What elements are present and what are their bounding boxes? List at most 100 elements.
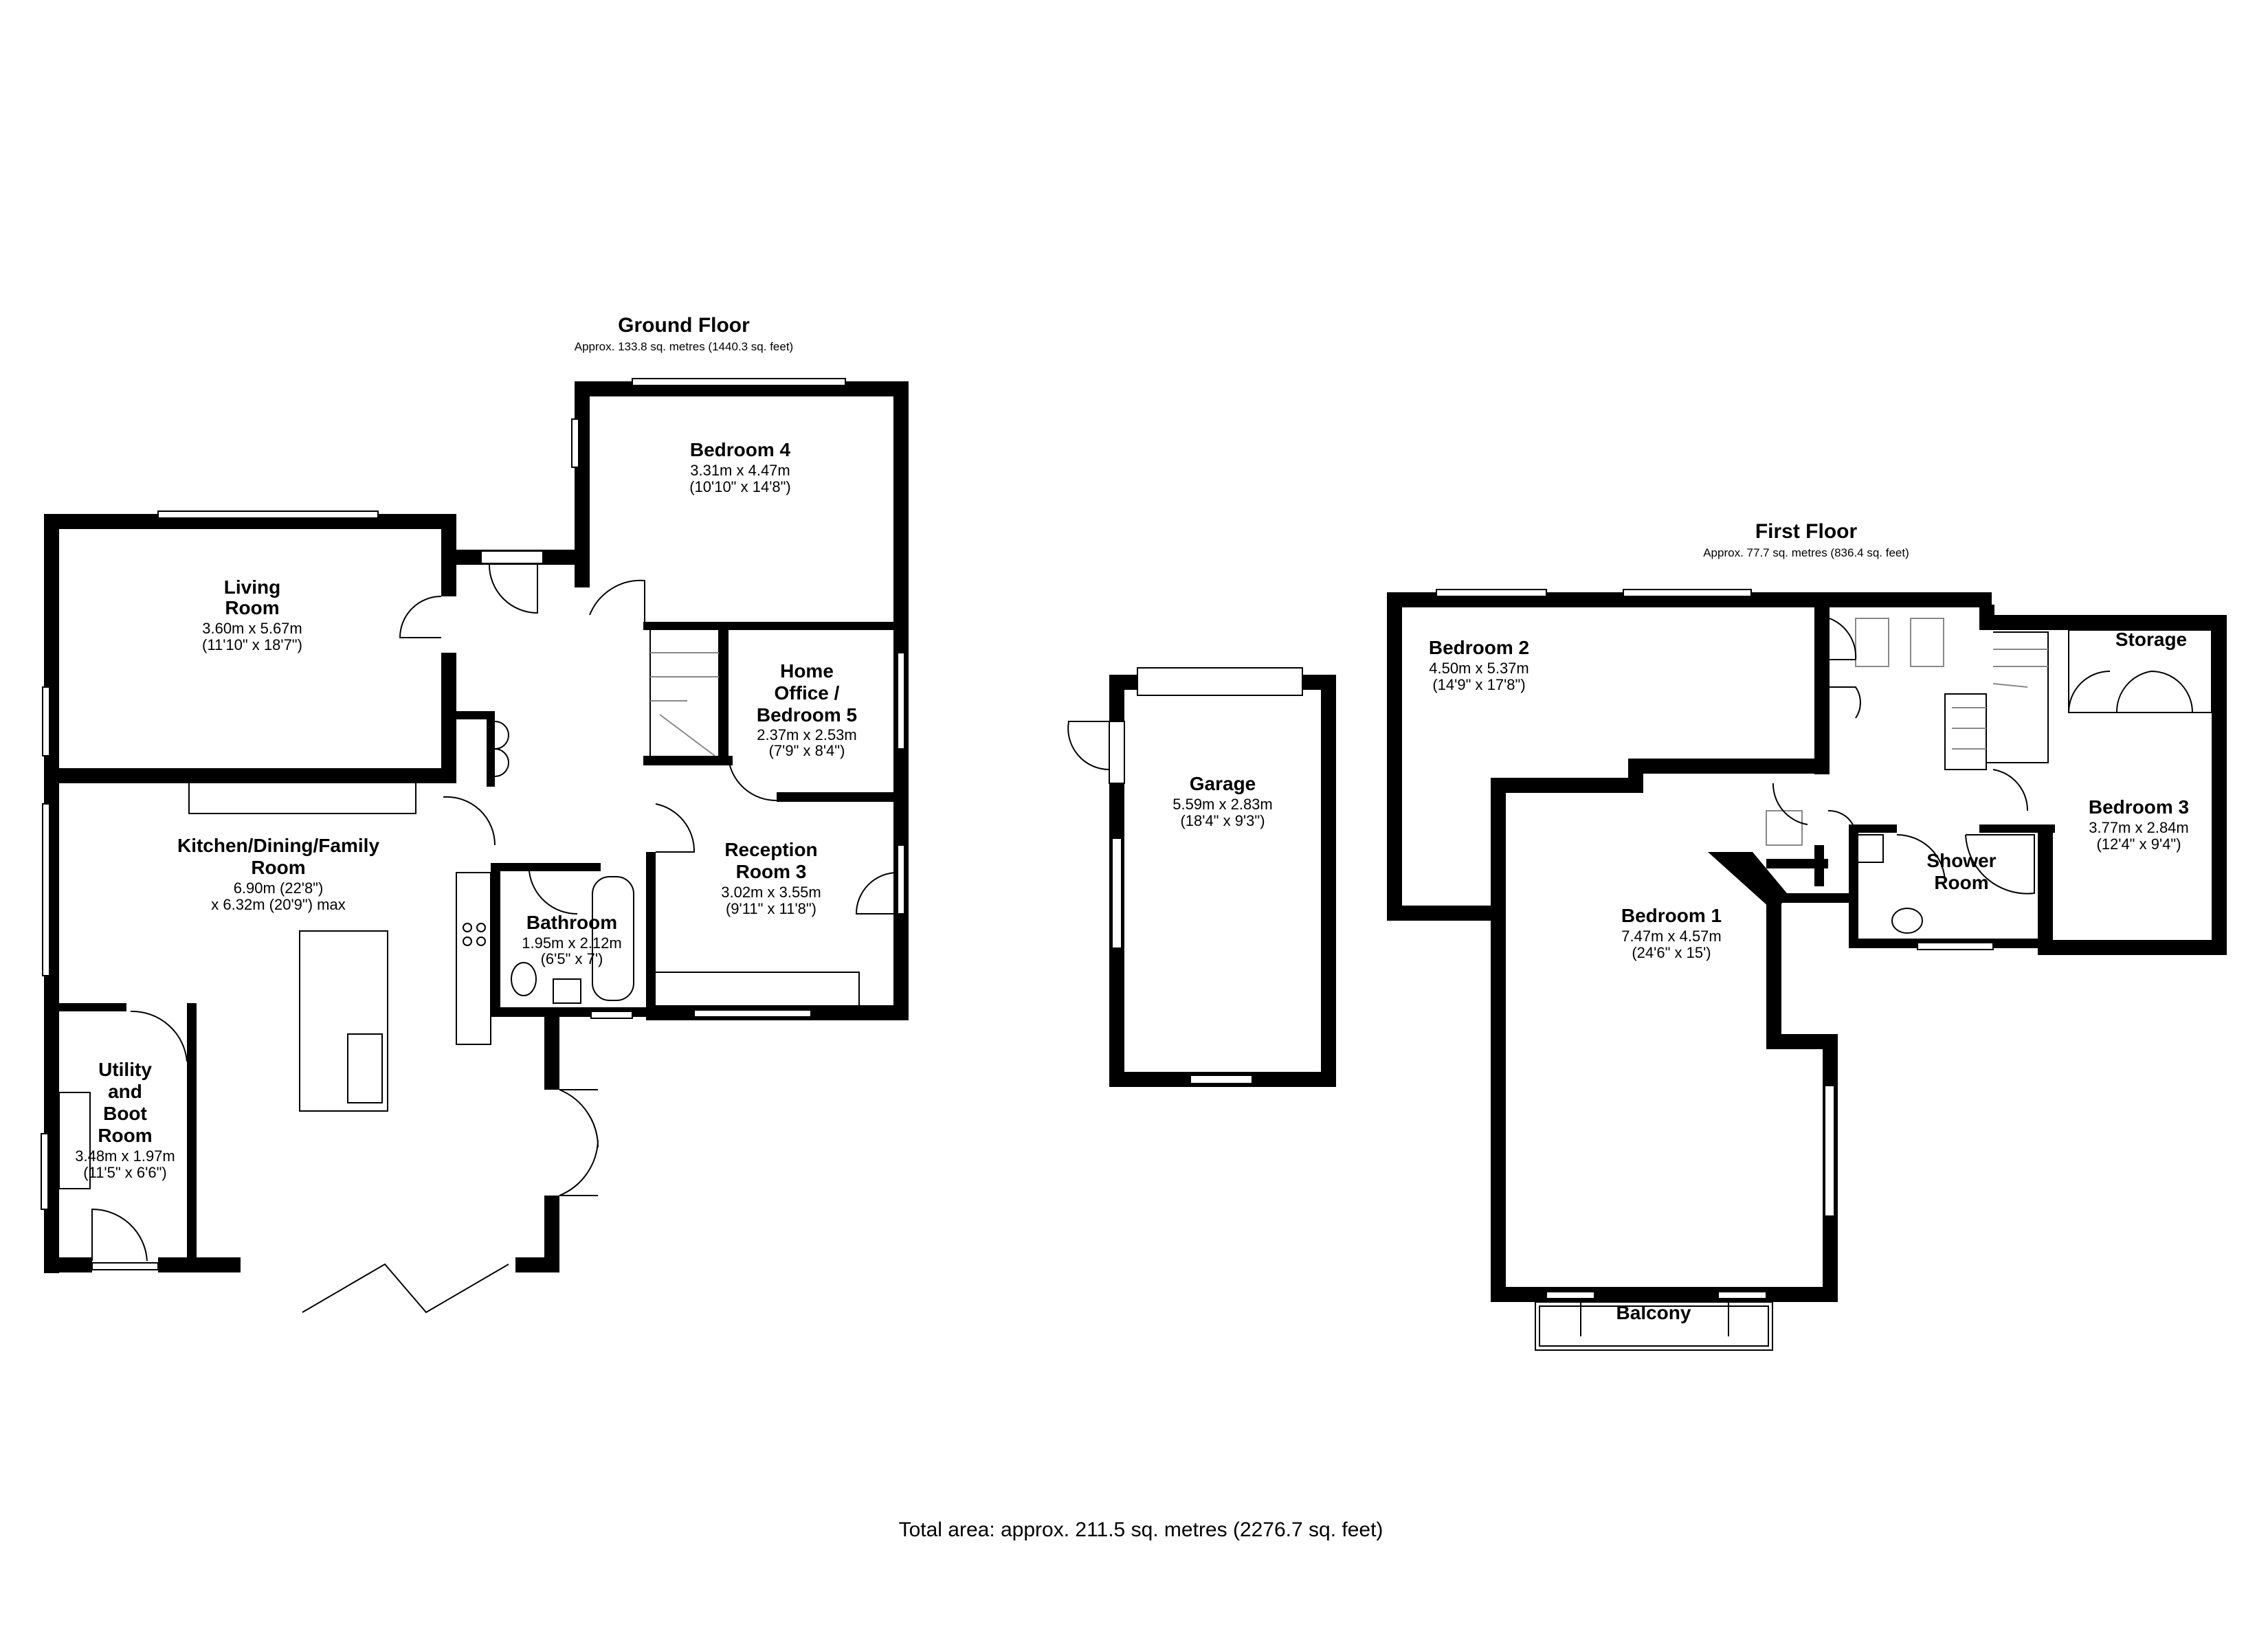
window	[1917, 942, 1994, 950]
room-name: Home	[780, 660, 834, 682]
room-dims-imperial: (14'9" x 17'8")	[1432, 676, 1525, 693]
window	[897, 844, 905, 915]
door	[655, 803, 696, 853]
room-name: Room	[1934, 872, 1988, 893]
first-floor: Balcony	[1387, 520, 2227, 1351]
room-name: Living	[224, 576, 280, 598]
first-floor-area: Approx. 77.7 sq. metres (836.4 sq. feet)	[1703, 546, 1909, 559]
front-door	[489, 564, 538, 614]
window	[1546, 1291, 1595, 1299]
room-name: Bedroom 5	[757, 704, 857, 726]
room-dims-imperial: (24'6" x 15')	[1632, 944, 1711, 961]
room-name: Bedroom 2	[1429, 637, 1529, 658]
room-name: Room	[251, 857, 305, 878]
room-name: Garage	[1190, 773, 1256, 794]
bifold-doors	[302, 1263, 509, 1314]
basin-icon	[553, 978, 581, 1004]
window	[1717, 1291, 1767, 1299]
room-dims-imperial: (18'4" x 9'3")	[1180, 812, 1265, 829]
door	[1992, 769, 2029, 811]
door	[589, 579, 645, 629]
room-dims: 7.47m x 4.57m	[1621, 928, 1722, 945]
home-office	[719, 622, 909, 802]
room-name: Storage	[2115, 629, 2187, 650]
room-dims-imperial: (12'4" x 9'4")	[2096, 835, 2181, 853]
window	[693, 1009, 812, 1018]
room-name: Room 3	[736, 861, 807, 882]
room-dims-imperial: (11'5" x 6'6")	[83, 1164, 166, 1181]
fireplace	[188, 777, 416, 814]
door	[1067, 721, 1110, 770]
room-name: Bedroom 4	[690, 439, 791, 460]
worktop	[456, 872, 491, 1045]
hob-icon	[463, 923, 486, 946]
door	[130, 1010, 188, 1062]
utility-boot-room	[41, 1003, 241, 1272]
room-name: Boot	[103, 1103, 147, 1124]
room-dims: 6.90m (22'8")	[234, 879, 324, 897]
window	[571, 418, 579, 468]
window	[42, 686, 50, 756]
worktop	[58, 1092, 91, 1189]
ground-floor-title: Ground Floor	[618, 314, 750, 337]
door	[728, 759, 777, 802]
french-doors	[559, 1089, 599, 1196]
garage: Garage 5.59m x 2.83m (18'4" x 9'3")	[1067, 667, 1336, 1087]
chimney-breast	[1708, 852, 1787, 914]
room-name: Reception	[724, 839, 817, 860]
window	[1436, 589, 1547, 597]
sink-icon	[347, 1033, 383, 1103]
window	[1111, 838, 1122, 949]
basin-icon	[1855, 834, 1884, 863]
reception-room-3	[646, 794, 909, 1020]
window	[157, 511, 379, 519]
window	[41, 1133, 49, 1210]
window	[632, 378, 846, 386]
room-name: Office /	[775, 682, 840, 704]
room-name: Bedroom 3	[2089, 796, 2189, 818]
garage-door	[1137, 667, 1303, 696]
window	[590, 1011, 633, 1019]
window	[42, 803, 50, 976]
room-name: Balcony	[1616, 1302, 1691, 1323]
door	[1772, 783, 1808, 825]
door	[91, 1262, 159, 1270]
room-name: Bathroom	[526, 912, 617, 933]
bedroom-2	[1387, 589, 1992, 921]
room-name: and	[108, 1081, 142, 1102]
toilet-icon	[1891, 908, 1923, 934]
stairs	[1944, 631, 2049, 770]
total-area: Total area: approx. 211.5 sq. metres (22…	[899, 1518, 1383, 1541]
room-name: Bedroom 1	[1621, 905, 1722, 926]
room-dims: 3.02m x 3.55m	[721, 884, 821, 901]
room-name: Kitchen/Dining/Family	[177, 835, 379, 856]
door	[443, 796, 496, 846]
window	[1623, 589, 1752, 597]
first-floor-title: First Floor	[1755, 520, 1858, 543]
bedroom-4	[571, 378, 909, 630]
room-dims: 3.60m x 5.67m	[202, 620, 302, 637]
room-dims: 4.50m x 5.37m	[1429, 660, 1529, 677]
room-name: Room	[98, 1125, 152, 1146]
room-dims: 5.59m x 2.83m	[1172, 796, 1273, 813]
window	[1190, 1075, 1253, 1084]
bedroom-1	[1491, 852, 1838, 1302]
room-dims: 3.31m x 4.47m	[690, 462, 790, 479]
stairs	[643, 628, 733, 765]
room-dims-imperial: (10'10" x 14'8")	[689, 478, 791, 495]
room-name: Shower	[1926, 850, 1996, 871]
ground-floor: Ground Floor Approx. 133.8 sq. metres (1…	[41, 314, 909, 1314]
room-dims-imperial: (6'5" x 7')	[541, 950, 603, 967]
landing	[1766, 618, 1944, 886]
balcony: Balcony	[1535, 1301, 1773, 1351]
room-dims-imperial: x 6.32m (20'9") max	[211, 896, 345, 913]
shower-icon	[1965, 834, 2035, 895]
bedroom-3	[1979, 605, 2227, 955]
room-name: Room	[225, 597, 279, 618]
window	[897, 652, 905, 750]
room-dims-imperial: (9'11" x 11'8")	[726, 900, 816, 917]
window	[1824, 1085, 1835, 1217]
door	[1829, 618, 1857, 660]
toilet-icon	[511, 962, 537, 996]
